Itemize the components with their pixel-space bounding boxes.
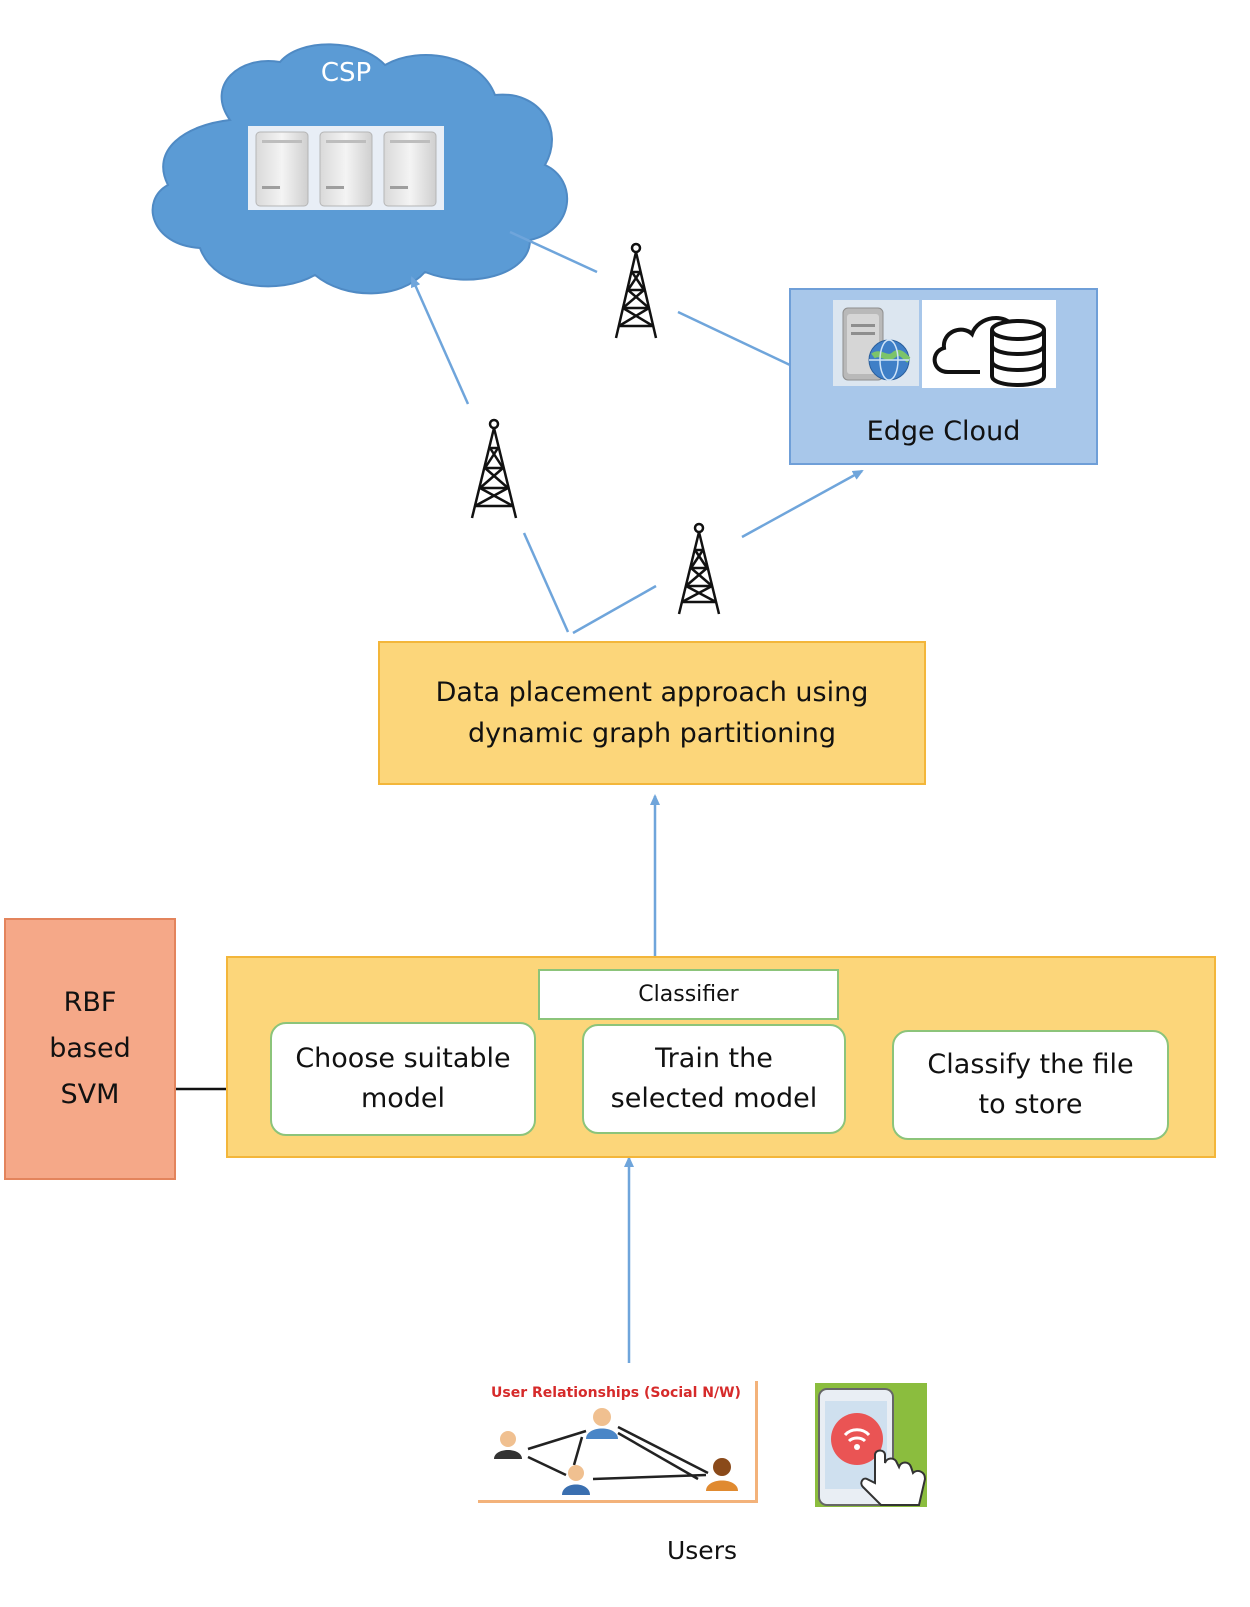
csp-to-tower-link [509, 230, 598, 274]
csp-label: CSP [320, 58, 372, 88]
svm-line-3: SVM [60, 1079, 120, 1110]
users-label: Users [666, 1536, 737, 1565]
person-icon [706, 1458, 738, 1491]
tower-to-edge-link [677, 310, 791, 367]
mobile-wifi-image [815, 1383, 927, 1507]
step-choose-model: Choose suitable model [270, 1022, 536, 1136]
svm-line-2: based [49, 1033, 131, 1064]
arrow-to-edge-cloud [741, 469, 864, 539]
person-icon [562, 1465, 590, 1495]
server-icon [319, 131, 373, 207]
step-3-line-2: to store [978, 1089, 1083, 1120]
person-icon [494, 1431, 522, 1459]
person-icon [586, 1408, 618, 1439]
cell-tower-icon [677, 522, 721, 615]
svm-line-1: RBF [63, 987, 117, 1018]
cell-tower-icon [614, 242, 658, 339]
step-2-line-2: selected model [610, 1083, 818, 1114]
social-network-image: User Relationships (Social N/W) [478, 1381, 758, 1503]
cell-tower-icon [470, 418, 518, 519]
step-1-line-1: Choose suitable [295, 1043, 511, 1074]
step-2-line-1: Train the [655, 1043, 773, 1074]
server-icon [255, 131, 309, 207]
server-icon [383, 131, 437, 207]
edge-cloud-label: Edge Cloud [866, 416, 1021, 447]
step-train-model: Train the selected model [582, 1024, 846, 1134]
edge-server-globe-icon [833, 300, 919, 386]
placement-line-1: Data placement approach using [435, 677, 869, 708]
placement-to-right-tower-link [572, 584, 657, 635]
step-3-line-1: Classify the file [927, 1049, 1134, 1080]
step-1-line-2: model [360, 1083, 446, 1114]
classifier-label-box: Classifier [538, 969, 839, 1020]
edge-cloud-box: Edge Cloud [789, 288, 1098, 465]
csp-server-icons [248, 126, 444, 210]
classifier-label: Classifier [638, 982, 739, 1007]
placement-line-2: dynamic graph partitioning [468, 718, 836, 749]
step-classify-file: Classify the file to store [892, 1030, 1169, 1140]
social-network-title: User Relationships (Social N/W) [491, 1385, 741, 1401]
placement-to-left-tower-link [522, 532, 570, 633]
cloud-database-icon [922, 300, 1056, 388]
data-placement-box: Data placement approach using dynamic gr… [378, 641, 926, 785]
rbf-svm-box: RBF based SVM [4, 918, 176, 1180]
arrow-to-csp [410, 276, 470, 405]
